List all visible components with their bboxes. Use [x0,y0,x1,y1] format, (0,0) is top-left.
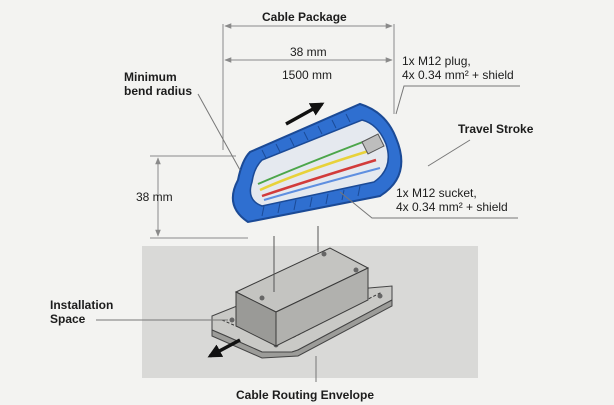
installation-space-line-2: Space [50,312,86,326]
installation-space-line-1: Installation [50,298,114,312]
plug-line-1: 1x M12 plug, [402,54,471,68]
socket-leader [339,191,518,219]
height-dimension-label: 38 mm [136,190,173,204]
height-dimension [150,155,248,239]
bend-radius-leader [197,93,241,171]
installation-space-label: Installation Space [50,298,113,326]
cable-package-label: Cable Package [262,10,347,24]
travel-direction-arrow [285,102,325,126]
mounting-direction-arrow [207,338,241,358]
length-dimension-label: 1500 mm [282,68,333,82]
cable-package-dimension [222,23,395,150]
min-bend-radius-label: Minimum bend radius [124,70,192,98]
plug-label: 1x M12 plug, 4x 0.34 mm² + shield [402,54,514,82]
housing-block [234,247,370,347]
socket-label: 1x M12 sucket, 4x 0.34 mm² + shield [396,186,508,214]
cable-routing-envelope-label: Cable Routing Envelope [236,388,375,402]
travel-stroke-leader [427,139,471,167]
plug-leader [395,85,520,115]
socket-line-2: 4x 0.34 mm² + shield [396,200,508,214]
min-bend-radius-line-1: Minimum [124,70,177,84]
min-bend-radius-line-2: bend radius [124,84,193,98]
width-dimension-label: 38 mm [290,45,327,59]
plug-line-2: 4x 0.34 mm² + shield [402,68,514,82]
cable-chain [231,102,403,224]
travel-stroke-label: Travel Stroke [458,122,534,136]
socket-line-1: 1x M12 sucket, [396,186,477,200]
